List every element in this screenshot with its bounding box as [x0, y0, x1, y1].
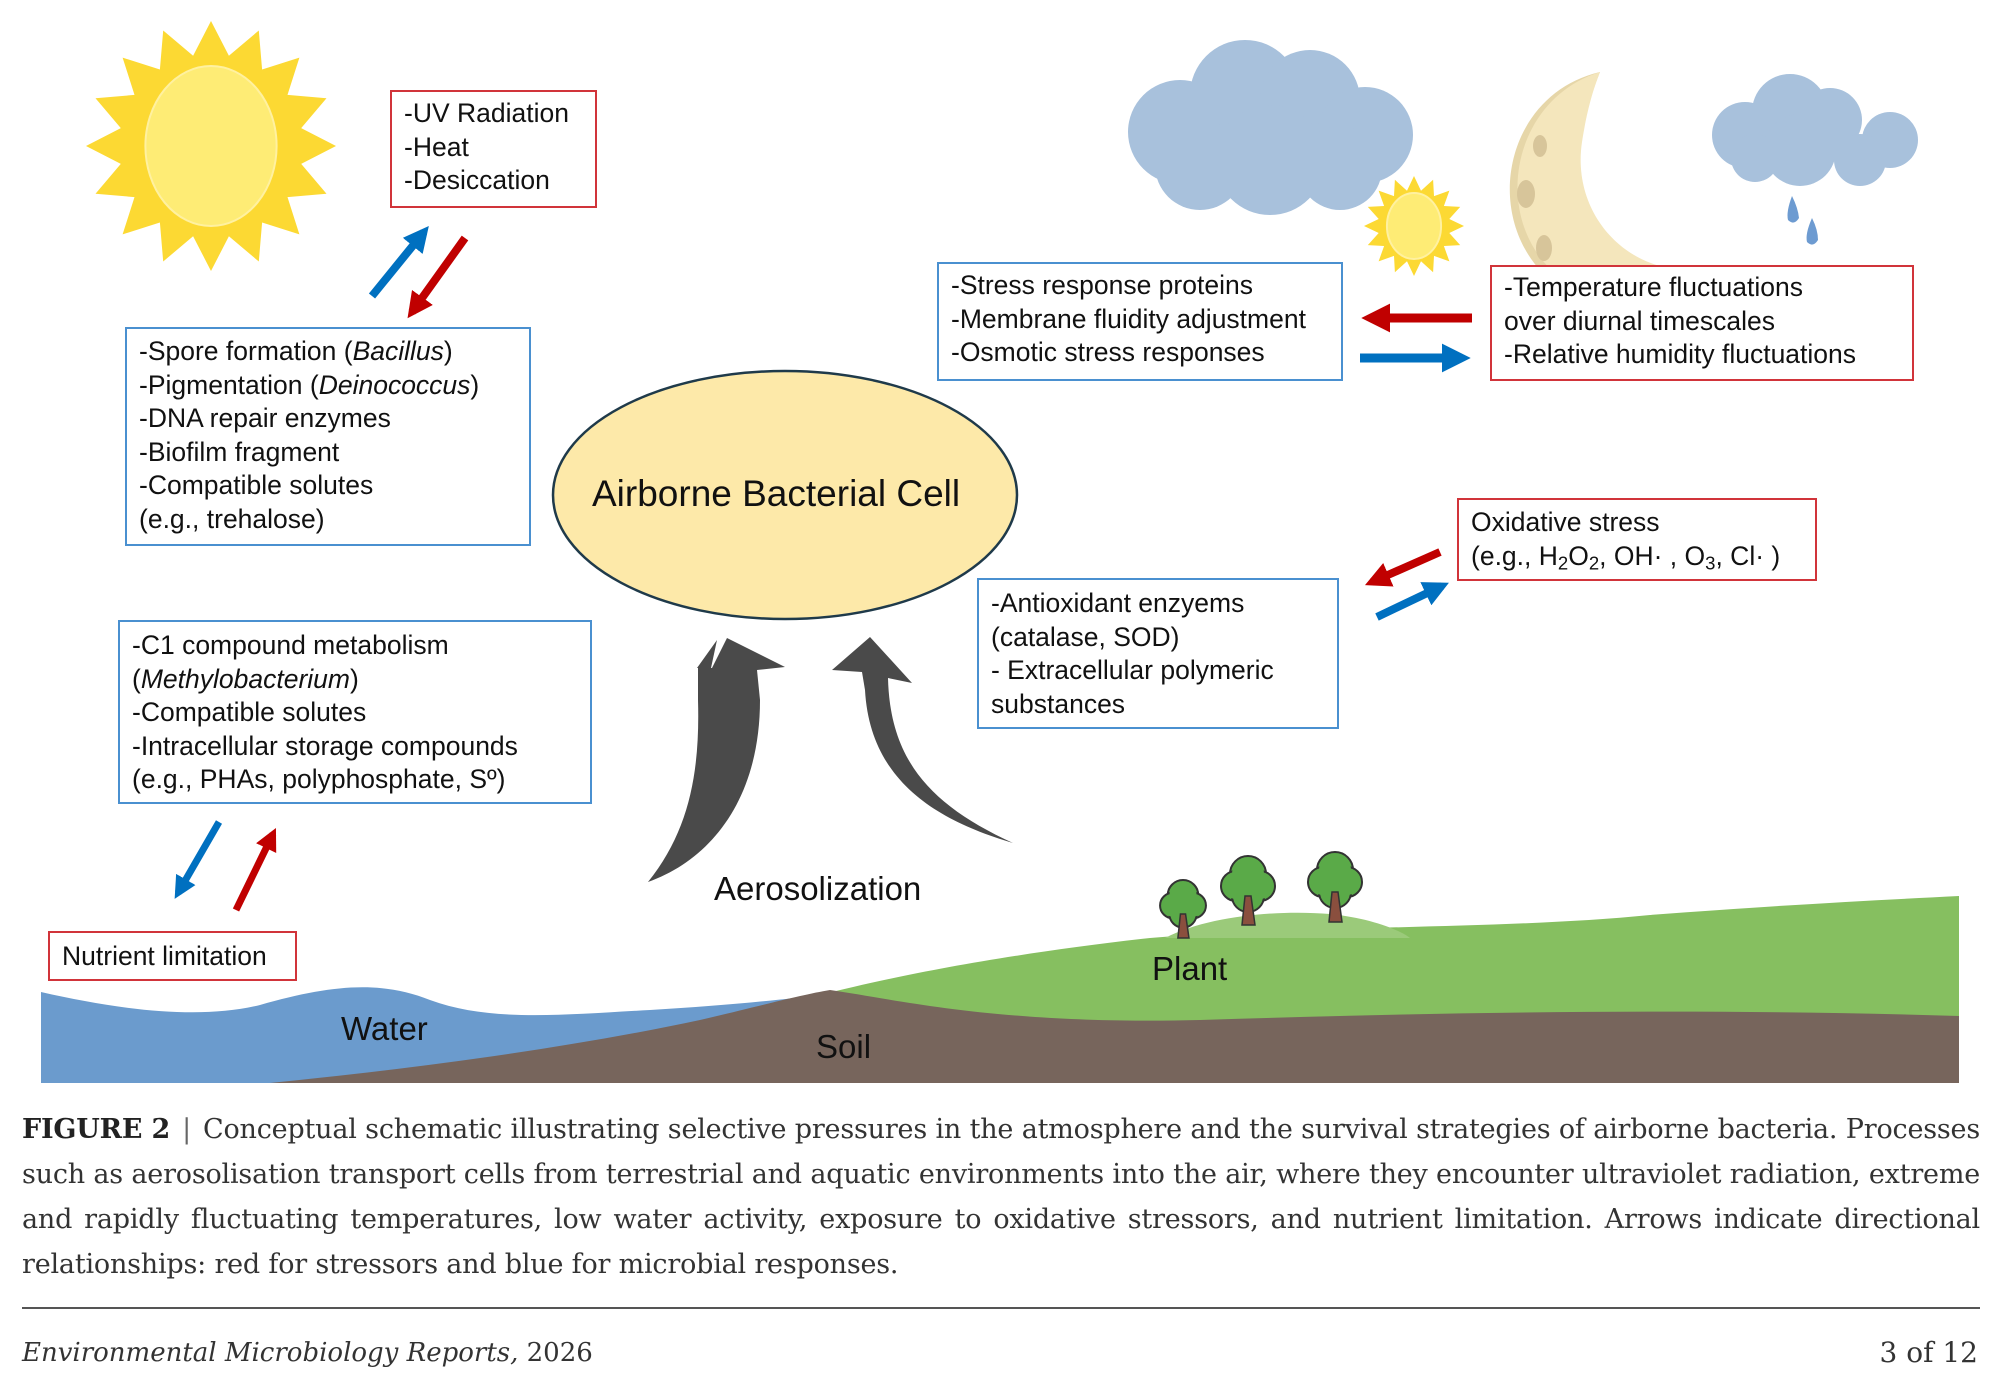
response-item: substances: [991, 688, 1126, 719]
oxidative-stressor-box: Oxidative stress (e.g., H2O2, OH· , O3, …: [1457, 498, 1817, 581]
aerosolization-arrow-left: [648, 638, 785, 882]
aerosolization-label: Aerosolization: [714, 870, 922, 907]
stressor-arrow-uv: [407, 235, 469, 319]
diurnal-response-box: -Stress response proteins -Membrane flui…: [937, 262, 1343, 381]
formula-text: , Cl· ): [1715, 540, 1781, 571]
aerosolization-arrow-right: [832, 637, 1013, 843]
stressor-item: -Relative humidity fluctuations: [1504, 339, 1857, 369]
formula-text: O: [1568, 540, 1589, 571]
subscript: 3: [1705, 552, 1716, 574]
plant-ground: [820, 896, 1959, 1032]
response-item: - Extracellular polymeric: [991, 655, 1274, 685]
response-item: (e.g., trehalose): [139, 503, 325, 534]
stressor-item: -Heat: [404, 131, 469, 162]
sun-core: [144, 65, 278, 227]
stressor-examples: (e.g., H2O2, OH· , O3, Cl· ): [1471, 540, 1803, 574]
response-item: (e.g., PHAs, polyphosphate, Sº): [132, 764, 506, 794]
figure-2-schematic: -UV Radiation -Heat -Desiccation -Spore …: [41, 21, 1959, 1083]
response-item: -Antioxidant enzyems: [991, 588, 1245, 618]
journal-year: 2026: [526, 1338, 593, 1368]
stressor-item: -Desiccation: [404, 165, 550, 195]
genus-name: Deinococcus: [318, 369, 471, 400]
journal-citation: Environmental Microbiology Reports, 2026: [22, 1338, 593, 1368]
response-text: ): [470, 369, 480, 400]
stressor-arrow-oxidative: [1364, 548, 1442, 587]
moon-icon: [1509, 72, 1720, 310]
caption-separator: |: [182, 1114, 192, 1145]
plant-label: Plant: [1152, 950, 1228, 987]
response-item: -Spore formation (Bacillus): [139, 335, 517, 369]
diurnal-stressor-box: -Temperature fluctuations over diurnal t…: [1490, 265, 1914, 381]
response-item: -C1 compound metabolism: [132, 630, 449, 660]
stressor-item: -Temperature fluctuations: [1504, 272, 1804, 302]
landscape: [41, 896, 1959, 1083]
response-item: -Intracellular storage compounds: [132, 730, 518, 761]
response-text: -Pigmentation (: [139, 369, 319, 400]
figure-caption: FIGURE 2 |Conceptual schematic illustrati…: [22, 1107, 1980, 1287]
stressor-arrow-nutrient: [232, 827, 277, 912]
rain-cloud-icon: [1712, 74, 1918, 186]
footer-rule: [22, 1307, 1980, 1309]
soil-body: [270, 990, 1959, 1083]
figure-artwork: [41, 21, 1959, 1083]
journal-name: Environmental Microbiology Reports,: [22, 1338, 519, 1368]
figure-number: FIGURE 2: [22, 1114, 171, 1145]
response-item: -DNA repair enzymes: [139, 403, 391, 433]
sun-core: [1385, 192, 1443, 260]
sun-icon: [86, 21, 336, 271]
water-label: Water: [341, 1010, 428, 1047]
stressor-item: over diurnal timescales: [1504, 305, 1776, 336]
response-item: -Pigmentation (Deinococcus): [139, 369, 517, 403]
response-item: (catalase, SOD): [991, 621, 1180, 652]
oxidative-response-box: -Antioxidant enzyems (catalase, SOD) - E…: [977, 578, 1339, 729]
soil-label: Soil: [816, 1028, 872, 1065]
response-item: -Compatible solutes: [139, 470, 374, 500]
response-arrow-uv: [368, 226, 429, 299]
caption-text: Conceptual schematic illustrating select…: [22, 1114, 1980, 1280]
subscript: 2: [1588, 552, 1600, 574]
response-item: (Methylobacterium): [132, 663, 578, 697]
response-item: -Biofilm fragment: [139, 436, 340, 467]
uv-stressor-box: -UV Radiation -Heat -Desiccation: [390, 90, 597, 208]
cloud-icon: [1128, 40, 1413, 215]
genus-name: Bacillus: [352, 336, 444, 366]
bacterial-cell-ellipse: [551, 369, 1019, 621]
tree-icon: [1307, 851, 1363, 923]
plant-hill: [1165, 912, 1410, 938]
raindrop-icon: [1787, 196, 1818, 245]
response-arrow-oxidative: [1375, 582, 1449, 621]
response-item: -Osmotic stress responses: [951, 337, 1265, 367]
tree-icon: [1159, 879, 1207, 939]
stressor-item: -UV Radiation: [404, 98, 569, 128]
response-text: (: [132, 663, 141, 694]
response-text: -Spore formation (: [139, 336, 353, 366]
response-arrow-nutrient: [174, 820, 223, 899]
stressor-title: Oxidative stress: [1471, 507, 1660, 537]
page-number: 3 of 12: [1879, 1336, 1978, 1369]
nutrient-response-box: -C1 compound metabolism (Methylobacteriu…: [118, 620, 592, 804]
uv-response-box: -Spore formation (Bacillus) -Pigmentatio…: [125, 327, 531, 546]
formula-text: , OH· , O: [1599, 540, 1706, 571]
response-item: -Membrane fluidity adjustment: [951, 303, 1306, 334]
genus-name: Methylobacterium: [140, 663, 350, 694]
tree-icon: [1220, 855, 1276, 926]
response-item: -Compatible solutes: [132, 697, 367, 727]
response-text: ): [443, 336, 453, 366]
stressor-item: Nutrient limitation: [62, 941, 267, 971]
formula-text: (e.g., H: [1471, 540, 1558, 571]
response-text: ): [349, 663, 359, 694]
response-item: -Stress response proteins: [951, 270, 1253, 300]
subscript: 2: [1557, 552, 1569, 574]
cell-label: Airborne Bacterial Cell: [592, 473, 961, 514]
nutrient-stressor-box: Nutrient limitation: [48, 931, 297, 981]
small-sun-icon: [1364, 176, 1464, 276]
